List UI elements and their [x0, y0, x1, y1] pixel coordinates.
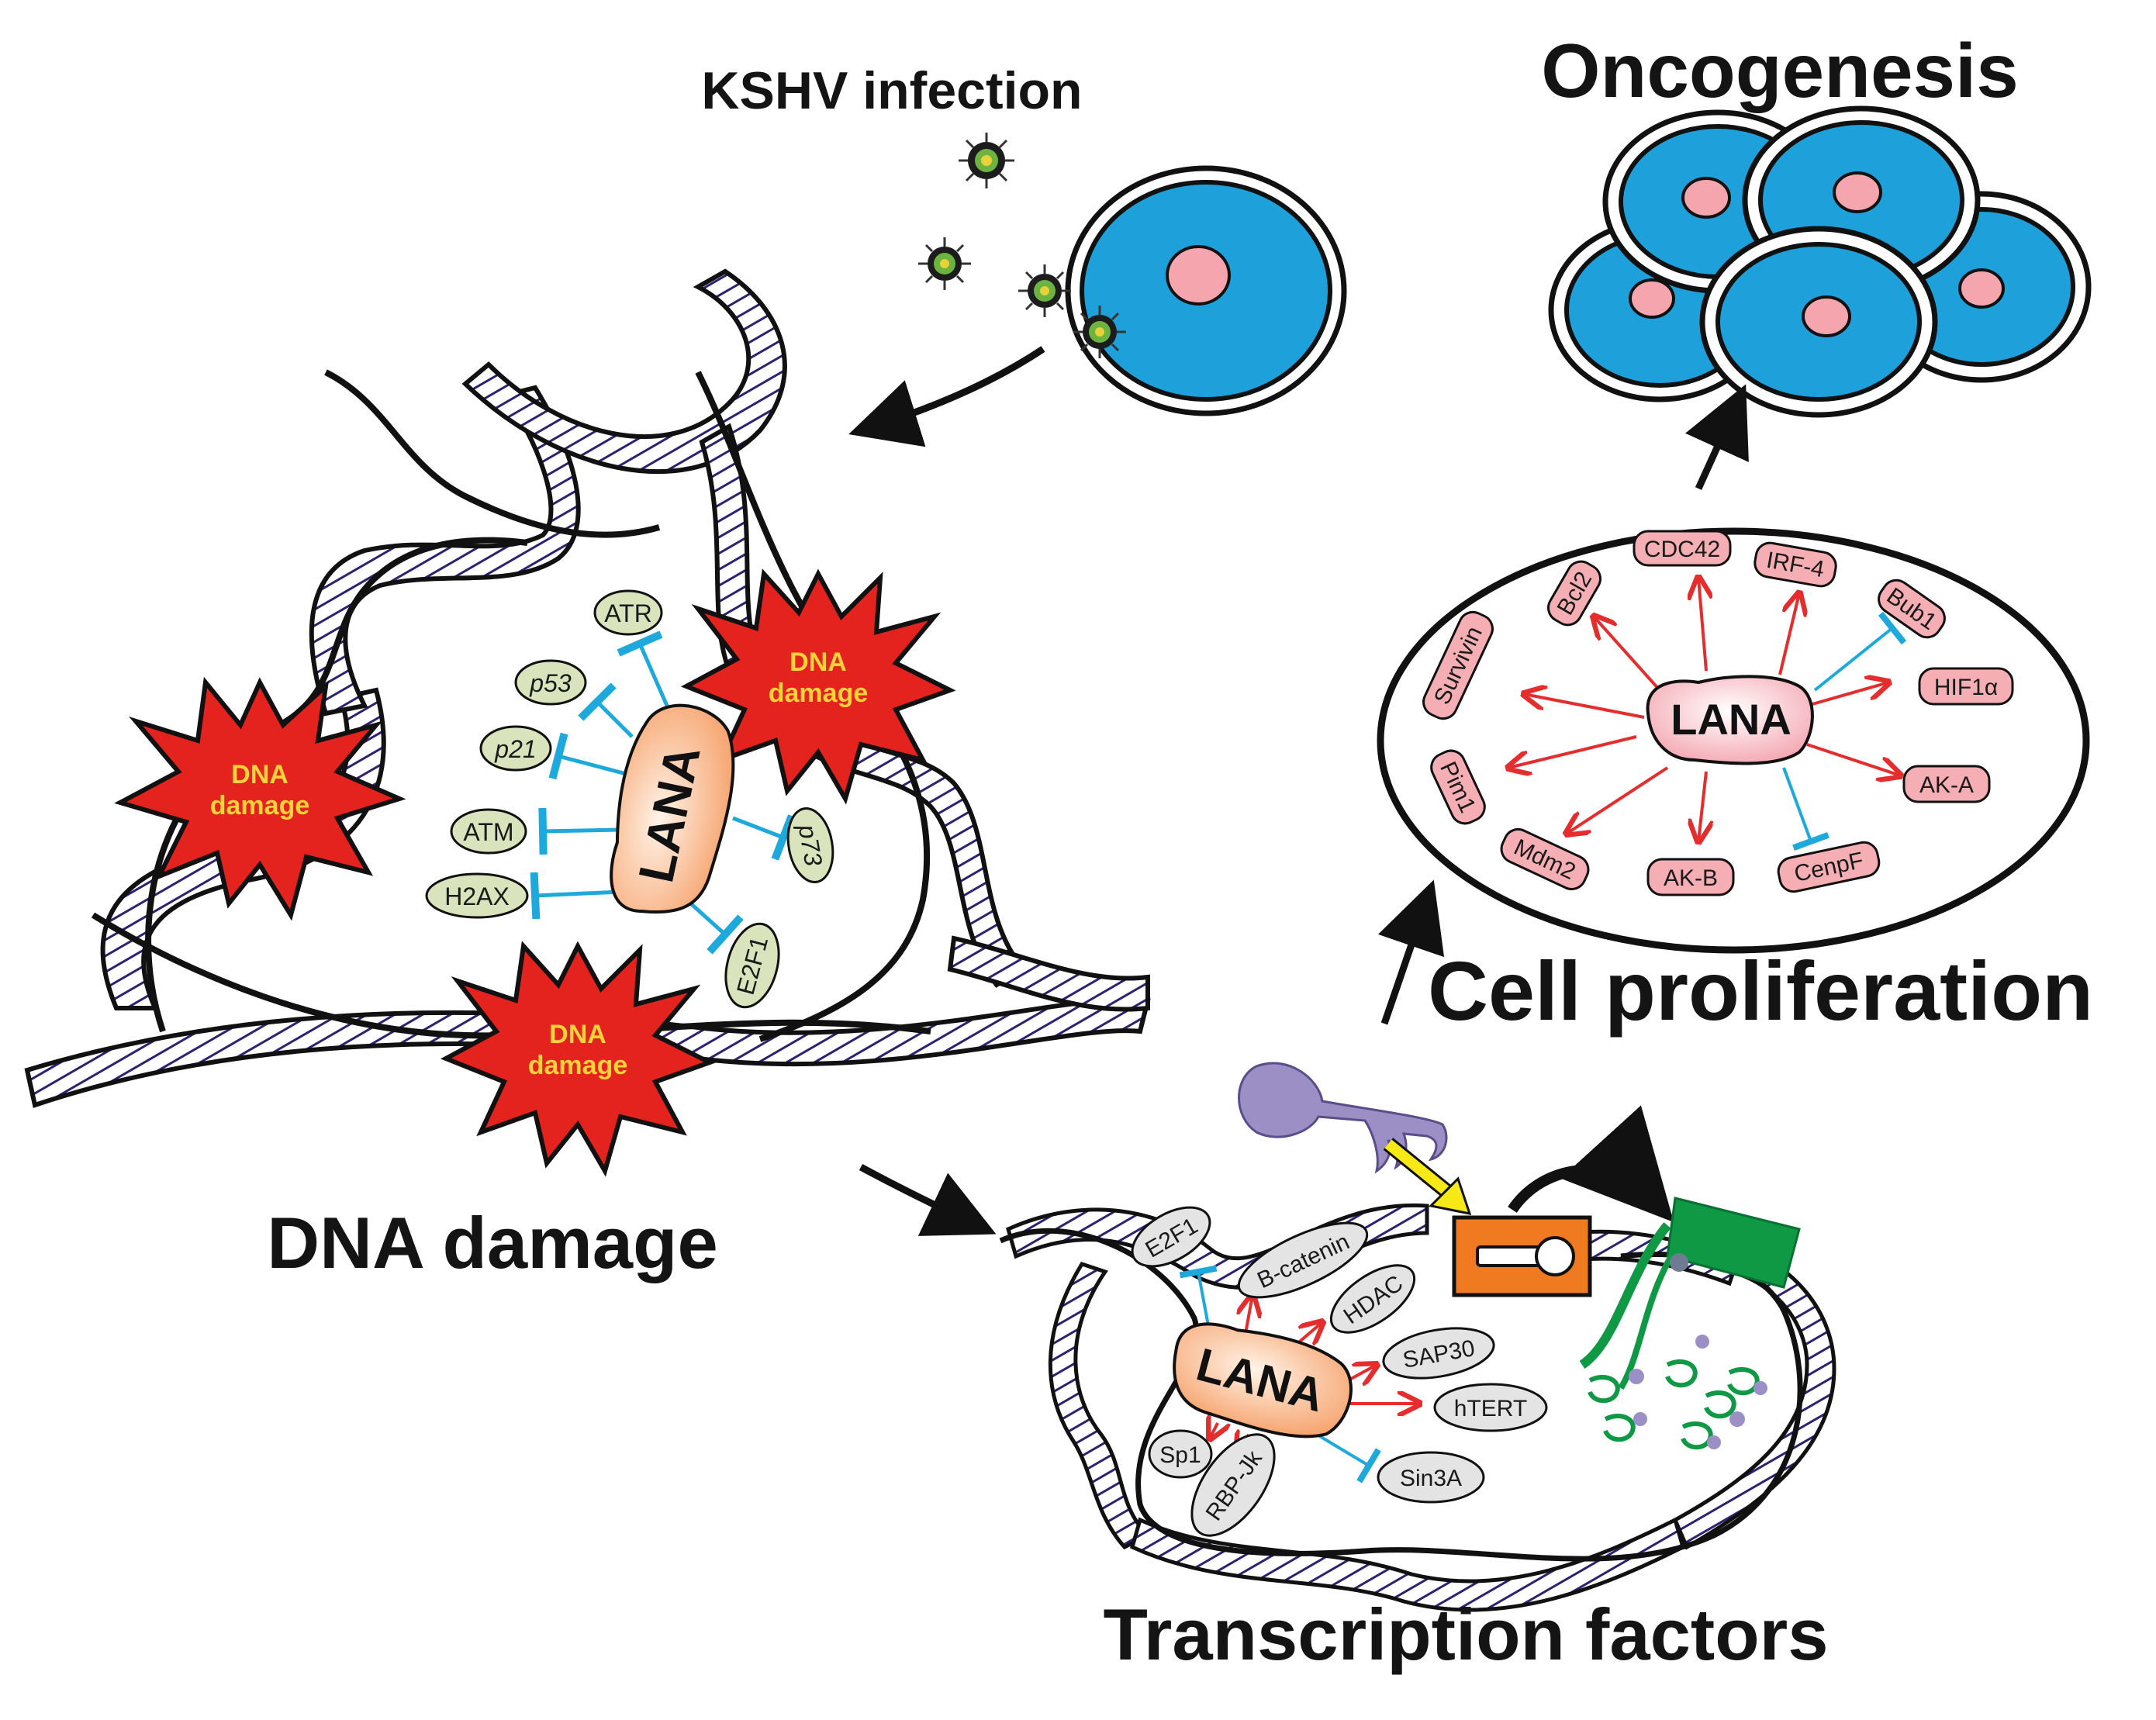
transcription-arrow [859, 1164, 997, 1236]
transcription-section: E2F1 B-catenin HDAC SAP30 hTERT Sin3A Sp… [859, 1062, 1836, 1675]
purple-factor [1238, 1062, 1448, 1174]
node-irf4: IRF-4 [1753, 541, 1837, 588]
lana-proliferation: LANA [1646, 675, 1814, 765]
lana-dna-damage: LANA [610, 703, 735, 914]
node-sp1: Sp1 [1148, 1429, 1213, 1479]
virus-particle [1073, 306, 1126, 358]
svg-text:Sp1: Sp1 [1159, 1442, 1201, 1468]
node-p73: p73 [786, 806, 834, 884]
kshv-infection-title: KSHV infection [701, 61, 1082, 120]
svg-text:p53: p53 [529, 669, 572, 697]
dna-damage-burst: DNA damage [114, 676, 406, 921]
node-p21: p21 [479, 725, 552, 772]
promoter-box [1452, 1215, 1592, 1297]
node-akb: AK-B [1646, 858, 1735, 896]
cell-proliferation-title: Cell proliferation [1428, 944, 2093, 1038]
virus-particles [918, 133, 1126, 358]
tumor-cell-cluster [1548, 105, 2092, 418]
node-e2f1-tf: E2F1 [1131, 1206, 1211, 1268]
virus-particle [959, 133, 1014, 188]
node-sap30: SAP30 [1382, 1327, 1495, 1380]
node-cdc42: CDC42 [1633, 530, 1732, 567]
svg-text:H2AX: H2AX [444, 882, 510, 910]
transcription-factors-title: Transcription factors [1104, 1594, 1829, 1675]
dna-damage-burst: DNA damage [440, 941, 716, 1177]
dna-damage-inhibitions [530, 630, 796, 955]
damage-label-line1: DNA [549, 1020, 606, 1049]
yellow-arrow-head [1428, 1176, 1472, 1215]
node-aka: AK-A [1902, 765, 1991, 803]
node-e2f1: E2F1 [724, 922, 780, 1009]
green-transcript [1579, 1197, 1801, 1450]
damage-label-line2: damage [769, 679, 869, 708]
svg-text:ATM: ATM [463, 818, 513, 846]
oncogenesis-arrow [1684, 384, 1749, 490]
virus-particle [1018, 264, 1071, 317]
svg-text:CDC42: CDC42 [1644, 537, 1720, 562]
svg-text:Sin3A: Sin3A [1400, 1466, 1462, 1491]
damage-label-line1: DNA [789, 648, 847, 677]
lana-label: LANA [1671, 695, 1791, 744]
tumor-cell [1699, 226, 1938, 418]
proliferation-arrow [1377, 879, 1445, 1025]
dna-damage-section: DNA damage DNA damage DNA damage ATR p53 [24, 268, 1151, 1283]
host-cell [1065, 165, 1347, 416]
proliferation-inhibitions [1782, 611, 1907, 851]
svg-text:AK-A: AK-A [1919, 772, 1974, 798]
svg-text:ATR: ATR [604, 599, 652, 627]
node-htert: hTERT [1433, 1383, 1548, 1432]
oncogenesis-section: Oncogenesis [1541, 28, 2092, 490]
damage-label-line2: damage [528, 1051, 628, 1080]
svg-text:p21: p21 [494, 735, 536, 763]
node-sin3a: Sin3A [1377, 1451, 1485, 1504]
kshv-infection-section: KSHV infection [701, 61, 1347, 447]
lana-transcription: LANA [1173, 1322, 1353, 1439]
svg-text:HIF1α: HIF1α [1934, 675, 1998, 700]
oncogenesis-title: Oncogenesis [1541, 28, 2018, 113]
node-p53: p53 [514, 659, 587, 706]
virus-particle [918, 237, 971, 290]
dna-damage-title: DNA damage [267, 1202, 718, 1283]
svg-text:AK-B: AK-B [1664, 865, 1718, 891]
cell-proliferation-section: Bcl2 CDC42 IRF-4 Bub1 Survivin HIF1α Pim… [1377, 527, 2093, 1038]
dna-damage-burst: DNA damage [680, 568, 956, 805]
transcription-output-arrow [1508, 1105, 1674, 1223]
damage-label-line1: DNA [231, 760, 289, 789]
proliferation-activations [1508, 578, 1900, 841]
svg-text:hTERT: hTERT [1454, 1396, 1527, 1421]
node-atm: ATM [450, 808, 527, 855]
node-h2ax: H2AX [425, 872, 529, 919]
infection-arrow [848, 346, 1045, 447]
damage-label-line2: damage [210, 791, 310, 820]
dna-damage-targets: ATR p53 p21 ATM H2AX p73 E2F1 [425, 589, 834, 1009]
tumor-cell [1742, 105, 1981, 295]
node-atr: ATR [593, 589, 663, 636]
node-hif1a: HIF1α [1918, 667, 2014, 706]
